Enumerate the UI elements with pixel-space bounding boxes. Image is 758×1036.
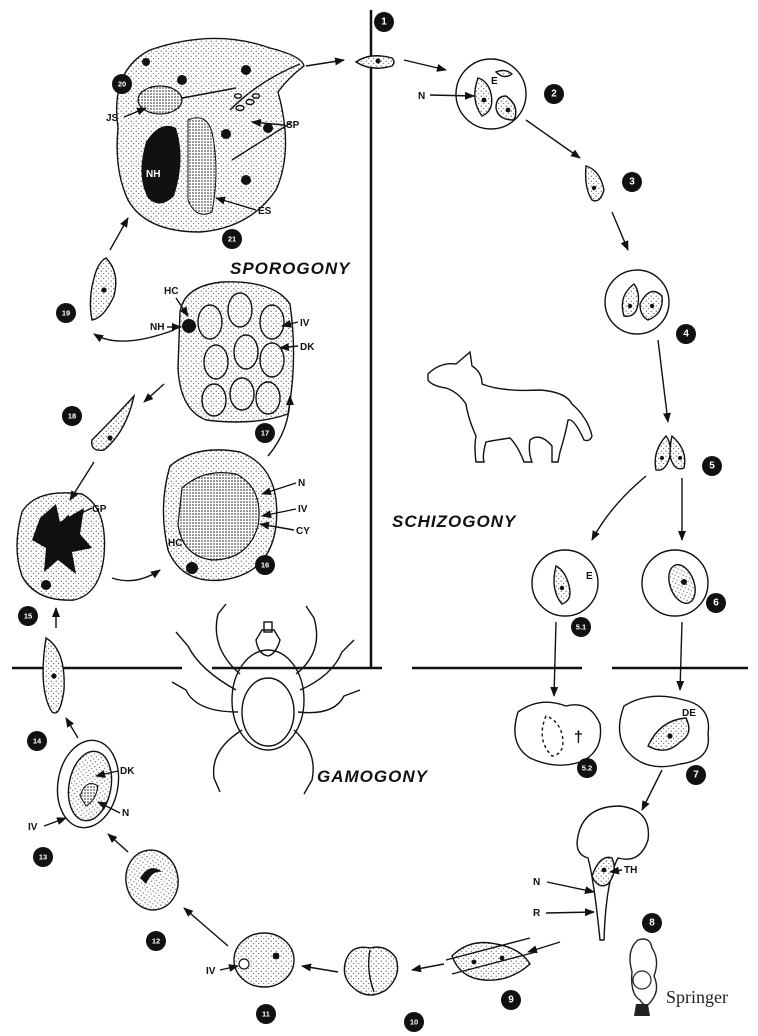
svg-text:1: 1 xyxy=(381,17,387,28)
label-IV-stage17: IV xyxy=(300,318,310,329)
stage-badge-18: 18 xyxy=(62,406,82,426)
label-IV-stage11: IV xyxy=(206,966,216,977)
label-IV-stage13: IV xyxy=(28,822,38,833)
stage-badge-14: 14 xyxy=(27,731,47,751)
stage-badge-12: 12 xyxy=(146,931,166,951)
stage-13-kinete xyxy=(51,735,125,832)
svg-text:11: 11 xyxy=(262,1010,270,1019)
svg-text:3: 3 xyxy=(629,177,635,188)
phase-schizogony: SCHIZOGONY xyxy=(392,512,517,531)
stage-5-merozoite-pair xyxy=(655,436,685,470)
stage-badge-5: 5 xyxy=(702,456,722,476)
label-R: R xyxy=(533,908,541,919)
stage-badge-5-2: 5.2 xyxy=(577,758,597,778)
svg-text:14: 14 xyxy=(33,737,42,746)
label-HC-stage16: HC xyxy=(168,538,182,549)
svg-text:7: 7 xyxy=(693,770,699,781)
stage-5-1-erythrocyte xyxy=(532,550,598,616)
label-N-stage13: N xyxy=(122,808,129,819)
publisher-name: Springer xyxy=(666,987,728,1007)
stage-4-erythrocyte-pair xyxy=(605,270,669,334)
svg-text:13: 13 xyxy=(39,853,47,862)
label-ES: ES xyxy=(258,206,272,217)
svg-text:19: 19 xyxy=(62,309,70,318)
svg-text:6: 6 xyxy=(713,598,719,609)
stage-14-kinete xyxy=(43,638,64,713)
svg-text:17: 17 xyxy=(261,429,269,438)
label-CY: CY xyxy=(296,526,310,537)
label-E-stage51: E xyxy=(586,571,593,582)
label-IV-stage16: IV xyxy=(298,504,308,515)
phase-gamogony: GAMOGONY xyxy=(317,767,429,786)
svg-text:16: 16 xyxy=(261,561,269,570)
phase-sporogony: SPOROGONY xyxy=(230,259,351,278)
stage-badge-1: 1 xyxy=(374,12,394,32)
label-NH-stage17: NH xyxy=(150,322,164,333)
stage-badge-20: 20 xyxy=(112,74,132,94)
label-SP: SP xyxy=(286,120,300,131)
label-TH: TH xyxy=(624,865,637,876)
stage-badge-16: 16 xyxy=(255,555,275,575)
stage-badge-2: 2 xyxy=(544,84,564,104)
label-dagger: † xyxy=(574,729,583,746)
svg-text:5.1: 5.1 xyxy=(576,623,586,632)
svg-text:5: 5 xyxy=(709,461,715,472)
stage-18-sporokinete xyxy=(92,396,134,450)
stage-badge-8: 8 xyxy=(642,913,662,933)
stage-3-merozoite xyxy=(586,166,604,201)
svg-text:9: 9 xyxy=(508,995,514,1006)
stage-badge-5-1: 5.1 xyxy=(571,617,591,637)
stage-11-zygote xyxy=(234,933,294,987)
label-E-stage2: E xyxy=(491,76,498,87)
svg-text:2: 2 xyxy=(551,89,557,100)
label-DE: DE xyxy=(682,708,696,719)
stage-2-infected-erythrocyte xyxy=(456,59,526,129)
stage-badge-13: 13 xyxy=(33,847,53,867)
stage-badge-9: 9 xyxy=(501,990,521,1010)
label-DK-stage17: DK xyxy=(300,342,315,353)
label-N-stage16: N xyxy=(298,478,305,489)
stage-badge-3: 3 xyxy=(622,172,642,192)
stage-badge-6: 6 xyxy=(706,593,726,613)
label-JS: JS xyxy=(106,113,119,124)
stage-17-sporokinetes-in-cell xyxy=(178,282,294,422)
svg-text:5.2: 5.2 xyxy=(582,764,592,773)
label-N-stage2: N xyxy=(418,91,425,102)
stage-badge-10: 10 xyxy=(404,1012,424,1032)
label-N-stage8: N xyxy=(533,877,540,888)
label-HC-stage17: HC xyxy=(164,286,178,297)
stage-8-ray-body xyxy=(577,806,648,940)
stage-20-21-salivary-gland xyxy=(117,38,304,232)
svg-text:12: 12 xyxy=(152,937,160,946)
svg-text:15: 15 xyxy=(24,612,32,621)
stage-5-2-lysed-cell xyxy=(515,702,601,765)
stage-12-kinete-forming xyxy=(121,846,183,914)
stage-19-sporokinete xyxy=(90,258,115,320)
svg-text:20: 20 xyxy=(118,80,126,89)
stage-10-zygote xyxy=(344,947,397,995)
svg-text:10: 10 xyxy=(410,1018,418,1027)
stage-badge-15: 15 xyxy=(18,606,38,626)
stage-6-erythrocyte xyxy=(642,550,708,616)
springer-chess-knight-logo-icon xyxy=(630,939,657,1016)
stage-badge-7: 7 xyxy=(686,765,706,785)
svg-text:8: 8 xyxy=(649,918,655,929)
stage-badge-4: 4 xyxy=(676,324,696,344)
stage-badge-21: 21 xyxy=(222,229,242,249)
label-NH-stage21: NH xyxy=(146,169,160,180)
label-DK-stage13: DK xyxy=(120,766,135,777)
svg-text:21: 21 xyxy=(228,235,236,244)
stage-7-gamont-erythrocyte xyxy=(620,696,709,767)
stage-9-gamete-fusion xyxy=(446,938,536,980)
svg-text:18: 18 xyxy=(68,412,76,421)
dog-host-illustration xyxy=(428,352,592,462)
stage-badge-17: 17 xyxy=(255,423,275,443)
stage-badge-11: 11 xyxy=(256,1004,276,1024)
stage-1-sporozoite xyxy=(356,56,394,69)
stage-badge-19: 19 xyxy=(56,303,76,323)
tick-host-illustration xyxy=(172,604,360,794)
label-GP: GP xyxy=(92,504,107,515)
svg-text:4: 4 xyxy=(683,329,689,340)
